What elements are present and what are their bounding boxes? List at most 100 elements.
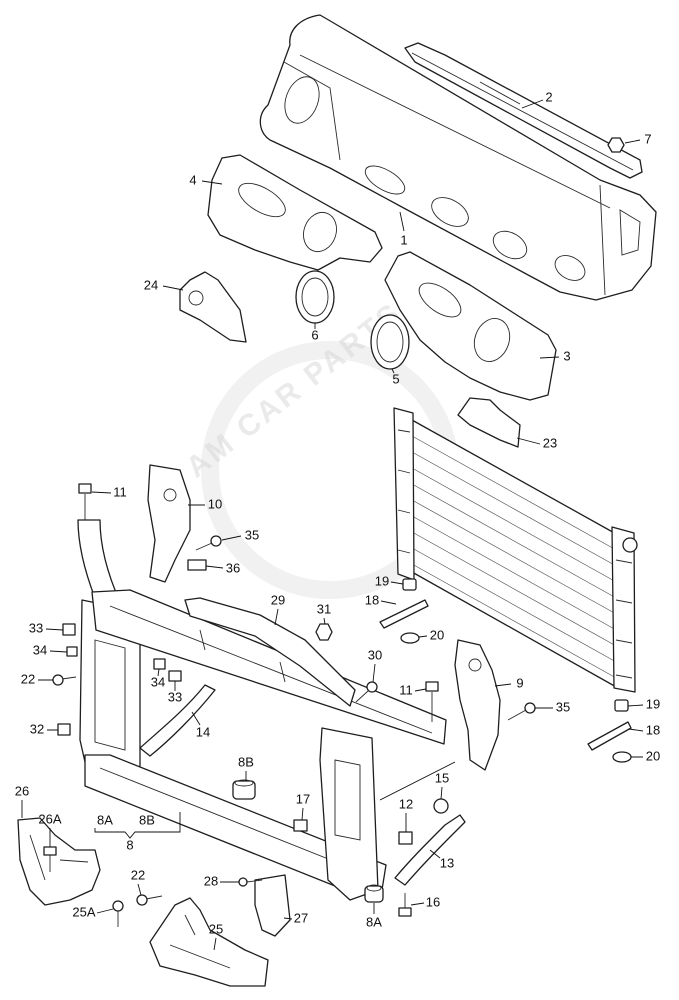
bracket-25-body: [149, 897, 269, 987]
callout-3: 3: [563, 348, 570, 363]
part-24-bracket: [179, 271, 247, 343]
radiator-fins: [411, 435, 619, 680]
bracket-9-plate: [454, 639, 501, 771]
callout-14: 14: [196, 724, 210, 739]
bracket-18-right: [587, 721, 632, 751]
insulation-right-outline: [384, 251, 557, 401]
bracket-10-hole: [163, 488, 177, 502]
part-8a-spacer: [364, 884, 384, 903]
callout-24: 24: [144, 277, 158, 292]
part-26-bracket: [17, 817, 101, 906]
callout-33-left: 33: [29, 620, 43, 635]
screw-shank: [61, 676, 77, 680]
callout-2: 2: [545, 89, 552, 104]
bracket-18-left: [379, 599, 429, 629]
callout-4: 4: [189, 172, 196, 187]
callout-19-left: 19: [375, 573, 389, 588]
bracket-26-detail: [29, 834, 89, 881]
callout-8b-group: 8B: [139, 812, 155, 827]
clip-36: [187, 559, 207, 571]
frame-upper-cross-member: [91, 589, 447, 745]
callout-36: 36: [226, 560, 240, 575]
callout-6: 6: [311, 327, 318, 342]
bracket-24-hole: [188, 290, 204, 306]
clip-34-left: [66, 646, 78, 657]
plenum-opening: [554, 255, 586, 281]
clip-19-right: [614, 699, 629, 712]
insulation-left-cutout: [238, 182, 286, 218]
spacer-8a-end: [366, 884, 382, 892]
part-3-insulation-right: [384, 251, 557, 401]
seal-5-inner: [376, 321, 404, 363]
callout-labels: 2 7 4 1 24 6 5 3 23 11 10 35 36 29 31 19…: [15, 89, 660, 936]
callout-8b-upper: 8B: [238, 754, 254, 769]
callout-13: 13: [440, 855, 454, 870]
part-23-bracket: [457, 397, 521, 448]
callout-9: 9: [516, 675, 523, 690]
bracket-25-detail: [169, 914, 231, 969]
screw-25a: [112, 900, 124, 927]
frame-upper-cross-member-detail: [109, 605, 433, 734]
callout-8a-lower: 8A: [366, 914, 382, 929]
bolt-35-right: [507, 702, 536, 721]
part-5-seal: [370, 314, 410, 370]
clip-34-center: [153, 658, 166, 670]
callout-18-left: 18: [365, 592, 379, 607]
callout-5: 5: [392, 371, 399, 386]
part-10-bracket: [147, 464, 191, 583]
grommet-20-left: [400, 632, 420, 644]
screw-head: [43, 846, 57, 856]
insulation-left-cutout: [303, 211, 337, 253]
clip-12: [398, 831, 413, 845]
clip-33-left: [62, 623, 76, 636]
nut-31: [315, 623, 333, 641]
bolt-head: [210, 535, 222, 547]
plenum-opening: [431, 197, 469, 227]
insulation-right-cutout: [418, 282, 462, 318]
part-1-plenum-panel: [259, 14, 657, 301]
bracket-10-plate: [147, 464, 191, 583]
leader-lines: [21, 99, 644, 951]
callout-23: 23: [543, 435, 557, 450]
screw-head: [238, 877, 248, 887]
callout-26: 26: [15, 783, 29, 798]
callout-34-left: 34: [33, 642, 47, 657]
callout-25a: 25A: [72, 904, 95, 919]
insulation-right-cutout: [473, 318, 511, 362]
clip-17: [293, 819, 308, 832]
seal-6-inner: [301, 277, 329, 317]
plenum-opening: [284, 76, 320, 124]
callout-32: 32: [30, 721, 44, 736]
bolt-shank: [195, 542, 213, 551]
bolt-30: [355, 681, 378, 703]
callout-18-right: 18: [646, 722, 660, 737]
callout-1: 1: [400, 232, 407, 247]
water-channel-strip: [404, 42, 643, 179]
grommet-20-right: [612, 751, 632, 763]
callout-10: 10: [208, 496, 222, 511]
callout-29: 29: [271, 592, 285, 607]
callout-35-right: 35: [556, 699, 570, 714]
bolt-35-left: [195, 535, 222, 551]
part-7-nut: [607, 137, 625, 153]
radiator: [393, 407, 638, 693]
bracket-24-body: [179, 271, 247, 343]
group-8-bracket: [94, 812, 181, 839]
callout-11-left: 11: [113, 484, 127, 499]
screw-22-lower: [136, 894, 163, 906]
radiator-left-tank: [393, 407, 415, 581]
bolt-shank: [355, 690, 369, 703]
callout-28: 28: [204, 873, 218, 888]
bolt-head: [366, 681, 378, 693]
callout-33-center: 33: [168, 689, 182, 704]
part-14-strut: [139, 684, 216, 757]
callout-12: 12: [399, 796, 413, 811]
bolt-head: [78, 483, 92, 494]
bolt-16: [398, 893, 412, 917]
screw-head: [52, 674, 64, 686]
radiator-tank-ribs: [397, 429, 633, 679]
part-2-water-channel: [404, 42, 643, 179]
callout-16: 16: [426, 894, 440, 909]
clip-33-center: [168, 670, 182, 682]
